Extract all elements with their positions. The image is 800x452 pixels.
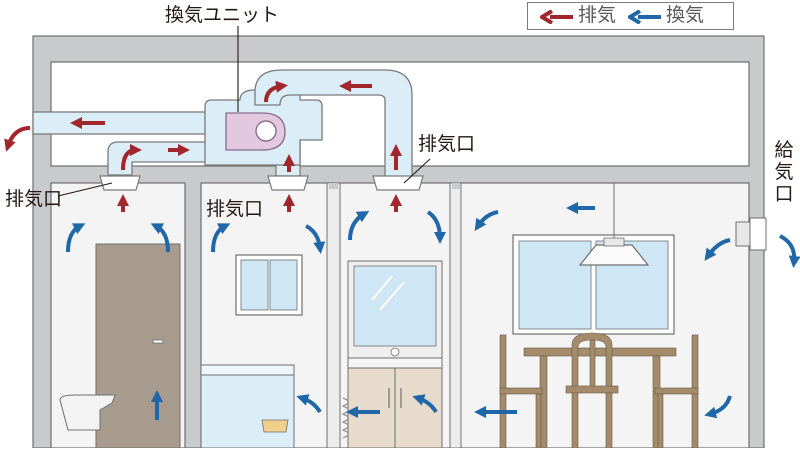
vanity-mirror xyxy=(353,265,437,347)
mirror-glare xyxy=(371,275,393,301)
chair-seat xyxy=(499,387,543,395)
pendant-lamp xyxy=(578,244,650,266)
partition-pillar xyxy=(449,182,462,449)
chair-leg xyxy=(657,393,664,449)
legend-supply-label: 換気 xyxy=(666,4,705,26)
supply-port-cover xyxy=(749,217,767,251)
ventilation-unit-label: 換気ユニット xyxy=(165,4,280,26)
supply-arrow xyxy=(704,395,732,419)
lamp-cap xyxy=(603,237,625,247)
exhaust-arrow xyxy=(121,144,142,171)
supply-arrow xyxy=(779,234,800,268)
sink-counter xyxy=(347,357,443,369)
toilet-room-contents xyxy=(59,243,181,449)
supply-arrow xyxy=(211,223,231,253)
supply-arrow xyxy=(296,394,322,414)
chair-leg xyxy=(535,393,542,449)
supply-arrow xyxy=(305,224,326,254)
exhaust-arrows xyxy=(4,80,402,212)
pillar-cap xyxy=(452,183,460,189)
dining-room-contents xyxy=(499,183,699,449)
bath-exhaust-grille xyxy=(267,175,309,191)
leader-lines xyxy=(57,26,431,197)
supply-arrow xyxy=(412,394,438,414)
supply-arrow xyxy=(704,238,731,261)
sink-cup xyxy=(390,347,400,357)
washroom-contents xyxy=(347,260,443,449)
supply-arrow xyxy=(426,210,446,244)
toilet-port-leader-line xyxy=(57,182,113,197)
window-pane xyxy=(269,259,298,311)
bathtub xyxy=(200,364,295,449)
legend-exhaust-label: 排気 xyxy=(578,4,617,26)
dining-table xyxy=(523,347,677,357)
ventilation-unit xyxy=(225,112,286,151)
bathtub-rim xyxy=(200,364,295,376)
toilet-exhaust-port-label: 排気口 xyxy=(5,188,63,210)
washroom-port-leader-line xyxy=(403,158,431,184)
toilet-exhaust-grille xyxy=(99,175,141,191)
pillar-cap xyxy=(329,183,338,189)
window-pane xyxy=(240,259,269,311)
window-pane xyxy=(518,240,592,330)
legend: 排気 換気 xyxy=(527,2,734,30)
supply-arrow xyxy=(474,210,499,231)
exhaust-arrow xyxy=(4,126,31,152)
supply-arrow xyxy=(66,223,86,253)
supply-arrow xyxy=(348,211,370,241)
door-handle xyxy=(152,339,164,344)
chair-seat xyxy=(654,387,699,395)
partition-pillar xyxy=(326,182,341,449)
outlet-duct xyxy=(32,111,224,135)
chair-right xyxy=(654,334,699,449)
bath-exhaust-port-label: 排気口 xyxy=(206,198,264,220)
chair-slat xyxy=(589,339,596,389)
bucket xyxy=(261,419,289,433)
mirror-glare xyxy=(379,281,405,311)
supply-arrow xyxy=(150,223,170,253)
supply-port-label: 給気口 xyxy=(774,139,794,205)
toilet xyxy=(59,394,116,431)
exhaust-legend-arrow-icon xyxy=(540,10,573,24)
fan-icon xyxy=(255,120,277,142)
supply-arrows xyxy=(66,202,800,420)
door xyxy=(95,243,181,449)
washroom-exhaust-port-label: 排気口 xyxy=(418,133,476,155)
chair-seat xyxy=(565,385,619,394)
supply-legend-arrow-icon xyxy=(628,10,661,24)
washroom-exhaust-grille xyxy=(372,175,424,191)
exhaust-arrow xyxy=(264,80,288,103)
